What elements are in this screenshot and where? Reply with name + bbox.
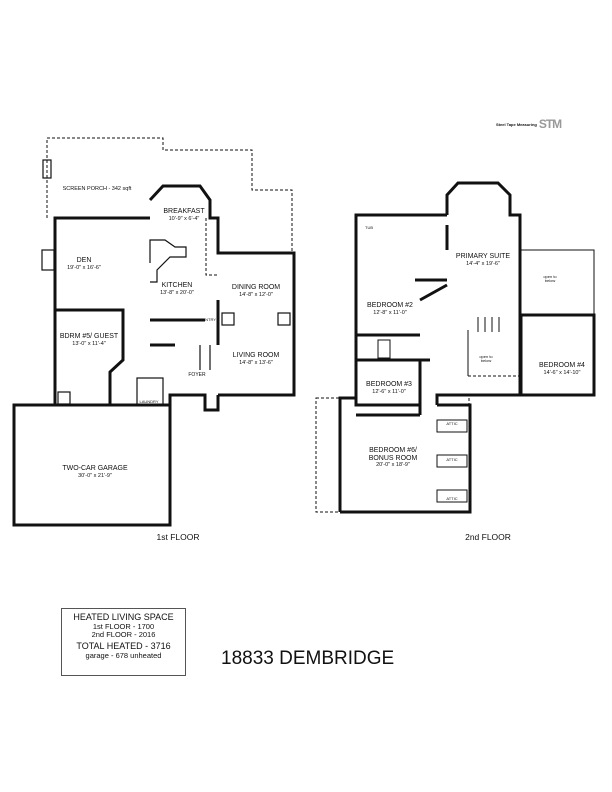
first-floor-label: 1st FLOOR <box>156 532 200 542</box>
summary-garage: garage - 678 unheated <box>85 651 162 661</box>
attic-2: ATTIC <box>446 457 458 462</box>
attic-1: ATTIC <box>446 421 458 426</box>
open-to-below-1: open to below <box>543 274 557 284</box>
second-floor-walls <box>338 181 596 514</box>
second-floor-details <box>377 249 595 503</box>
property-address: 18833 DEMBRIDGE <box>221 648 395 669</box>
logo-mark: STM <box>538 117 562 131</box>
first-floor-walls <box>12 184 296 527</box>
summary-first-floor: 1st FLOOR - 1700 <box>92 621 155 631</box>
room-pantry: PANTRY <box>200 317 216 322</box>
room-screen-porch: SCREEN PORCH - 342 sqft <box>62 186 132 192</box>
room-tub: TUB <box>365 225 373 230</box>
summary-heading: HEATED LIVING SPACE <box>73 612 174 622</box>
attic-3: ATTIC <box>446 496 458 501</box>
logo-text: Steel Tape Measuring <box>496 121 537 127</box>
heated-space-summary: HEATED LIVING SPACE 1st FLOOR - 1700 2nd… <box>61 608 186 676</box>
room-laundry: LAUNDRY <box>139 399 159 404</box>
summary-total: TOTAL HEATED - 3716 <box>76 641 171 652</box>
first-floor-details <box>41 159 291 406</box>
room-foyer: FOYER <box>188 372 206 378</box>
summary-second-floor: 2nd FLOOR - 2016 <box>91 630 156 640</box>
second-floor-label: 2nd FLOOR <box>465 532 511 542</box>
open-to-below-2: open to below <box>479 354 493 364</box>
